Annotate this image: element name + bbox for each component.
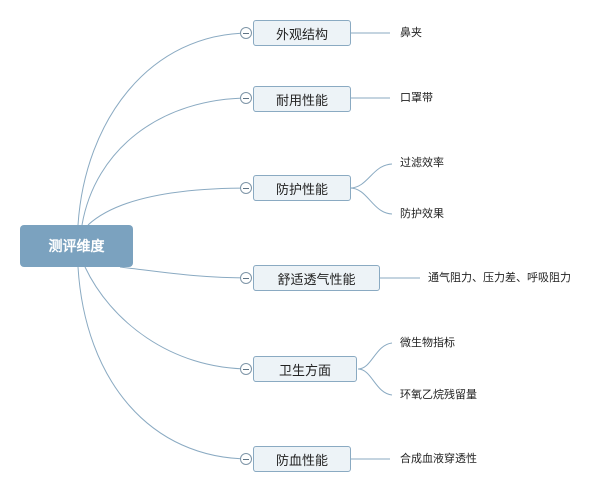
branch-label: 耐用性能 <box>275 93 328 109</box>
collapse-toggle-icon[interactable] <box>240 27 252 39</box>
branch-label: 卫生方面 <box>278 363 331 379</box>
leaf-ear-strap[interactable]: 口罩带 <box>400 91 433 104</box>
leaf-ethylene-oxide-residue[interactable]: 环氧乙烷残留量 <box>400 388 477 401</box>
branch-node-hygiene[interactable]: 卫生方面 <box>253 356 357 382</box>
connector-root-to-branch-3 <box>87 187 251 226</box>
connector-branch-3-leaf-1 <box>349 163 393 189</box>
connector-root-to-branch-5 <box>84 266 251 370</box>
branch-label: 外观结构 <box>275 27 328 43</box>
collapse-toggle-icon[interactable] <box>240 453 252 465</box>
connector-branch-5-leaf-1 <box>357 342 393 370</box>
leaf-filtration-efficiency[interactable]: 过滤效率 <box>400 156 444 169</box>
branch-node-appearance[interactable]: 外观结构 <box>253 20 351 46</box>
branch-label: 防血性能 <box>275 453 328 469</box>
leaf-ventilation-resistance[interactable]: 通气阻力、压力差、呼吸阻力 <box>428 271 571 284</box>
branch-node-protection[interactable]: 防护性能 <box>253 175 351 201</box>
leaf-microbial-indicators[interactable]: 微生物指标 <box>400 336 455 349</box>
branch-node-blood-resistance[interactable]: 防血性能 <box>253 446 351 472</box>
branch-node-breathability[interactable]: 舒适透气性能 <box>253 265 380 291</box>
connector-branch-3-leaf-2 <box>349 187 393 215</box>
leaf-nose-clip[interactable]: 鼻夹 <box>400 26 422 39</box>
collapse-toggle-icon[interactable] <box>240 182 252 194</box>
branch-label: 防护性能 <box>275 182 328 198</box>
connector-root-to-branch-4 <box>119 266 251 279</box>
connector-root-to-branch-1 <box>77 32 251 226</box>
leaf-protection-effect[interactable]: 防护效果 <box>400 207 444 220</box>
leaf-synthetic-blood-penetration[interactable]: 合成血液穿透性 <box>400 452 477 465</box>
collapse-toggle-icon[interactable] <box>240 92 252 104</box>
connector-root-to-branch-2 <box>81 97 251 226</box>
connector-branch-5-leaf-2 <box>357 368 393 396</box>
branch-label: 舒适透气性能 <box>277 272 356 288</box>
collapse-toggle-icon[interactable] <box>240 363 252 375</box>
root-label: 测评维度 <box>48 239 105 255</box>
branch-node-durability[interactable]: 耐用性能 <box>253 86 351 112</box>
collapse-toggle-icon[interactable] <box>240 272 252 284</box>
root-node[interactable]: 测评维度 <box>20 225 133 267</box>
connector-root-to-branch-6 <box>77 266 251 460</box>
